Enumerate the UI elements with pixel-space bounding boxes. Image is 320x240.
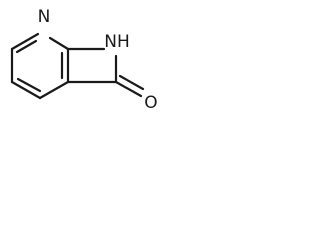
bond-c-o-1 bbox=[114, 80, 143, 98]
carbonyl-group bbox=[114, 74, 145, 98]
bond-bottom-left-double bbox=[16, 77, 42, 93]
atom-amide-nh: NH bbox=[104, 32, 130, 52]
bond-n-c-top-double bbox=[15, 39, 38, 54]
lactam-ring bbox=[66, 47, 118, 84]
bond-bottom-left bbox=[10, 80, 42, 100]
bond-bottom-right bbox=[38, 80, 70, 100]
pyridine-ring bbox=[10, 32, 70, 100]
bond-n-c-top bbox=[10, 32, 40, 51]
atom-carbonyl-oxygen: O bbox=[144, 93, 157, 113]
bond-c-n-top bbox=[48, 36, 70, 51]
bond-c-o-2 bbox=[118, 74, 145, 91]
atom-ring-nitrogen: N bbox=[38, 7, 51, 27]
molecule-structure: N NH O bbox=[10, 7, 158, 113]
